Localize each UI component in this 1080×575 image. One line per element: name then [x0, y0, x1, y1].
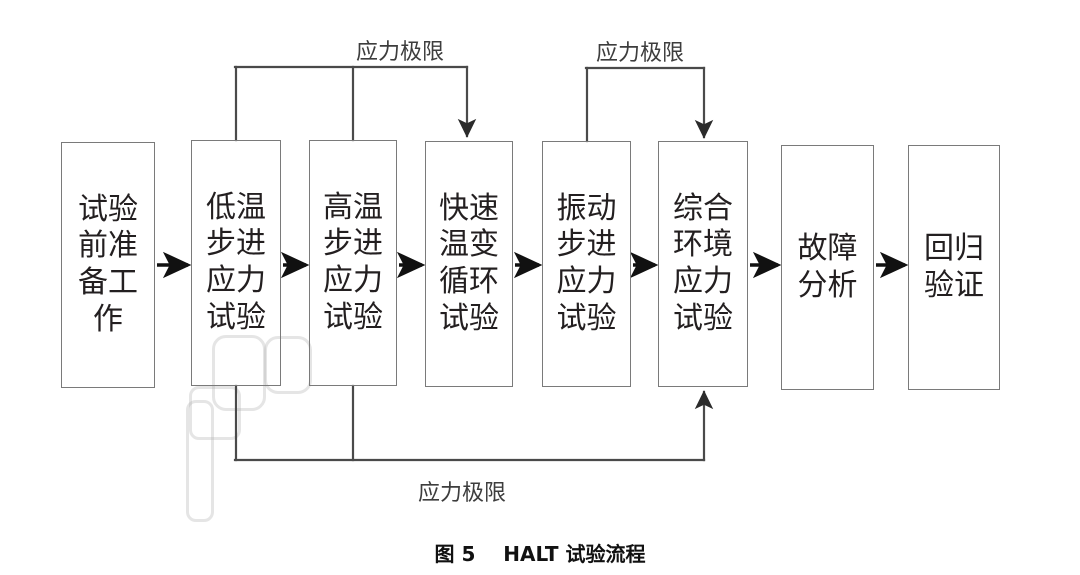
node-prep-label: 试验 前准 备工 作	[78, 191, 138, 337]
node-vibration-step-stress[interactable]: 振动 步进 应力 试验	[542, 141, 631, 387]
node-rapid-thermal-cycling-label: 快速 温变 循环 试验	[439, 190, 499, 336]
node-failure-analysis-label: 故障 分析	[797, 230, 858, 303]
feedback-loop-bottom	[233, 384, 714, 462]
node-regression-verification-label: 回归 验证	[924, 230, 984, 303]
loop-label-top-right-text: 应力极限	[596, 41, 685, 66]
loop-label-bottom-text: 应力极限	[418, 481, 507, 506]
feedback-loop-top-left	[233, 65, 477, 142]
loop-label-top-left-text: 应力极限	[356, 40, 445, 65]
feedback-loop-top-right	[584, 66, 714, 143]
node-combined-environment-stress[interactable]: 综合 环境 应力 试验	[658, 141, 748, 387]
node-failure-analysis[interactable]: 故障 分析	[781, 145, 874, 390]
node-high-temperature-step-stress[interactable]: 高温 步进 应力 试验	[309, 140, 397, 386]
node-combined-environment-stress-label: 综合 环境 应力 试验	[673, 190, 733, 336]
node-low-temperature-step-stress[interactable]: 低温 步进 应力 试验	[191, 140, 281, 386]
loop-label-bottom: 应力极限	[418, 475, 506, 507]
node-high-temperature-step-stress-label: 高温 步进 应力 试验	[323, 189, 383, 335]
node-regression-verification[interactable]: 回归 验证	[908, 145, 1000, 390]
node-prep[interactable]: 试验 前准 备工 作	[61, 142, 155, 388]
node-low-temperature-step-stress-label: 低温 步进 应力 试验	[206, 189, 266, 335]
node-vibration-step-stress-label: 振动 步进 应力 试验	[556, 190, 617, 336]
loop-label-top-left: 应力极限	[356, 34, 444, 66]
node-rapid-thermal-cycling[interactable]: 快速 温变 循环 试验	[425, 141, 513, 387]
figure-caption: 图 5 HALT 试验流程	[434, 542, 646, 566]
loop-label-top-right: 应力极限	[596, 35, 684, 67]
